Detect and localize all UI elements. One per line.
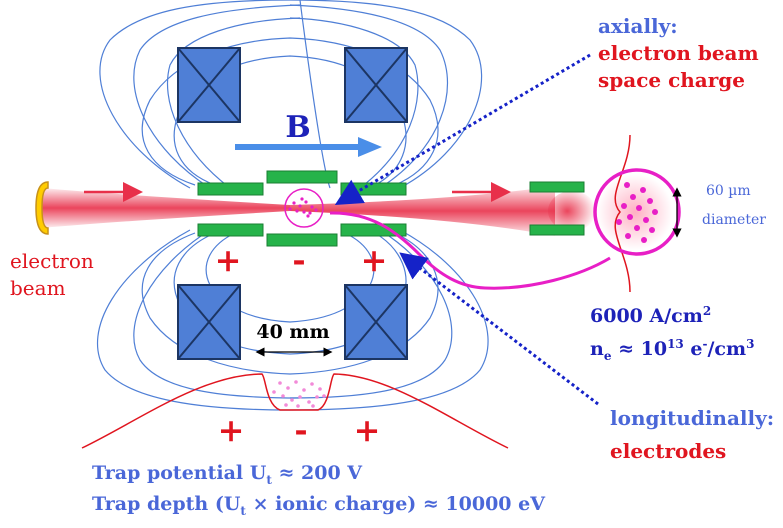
beam-left-cone [42, 188, 290, 228]
trap-potential-sub: t [266, 473, 272, 487]
polarity-plus-left: + [215, 241, 242, 279]
field-line-bot-2 [133, 229, 301, 399]
electrode-top-center [266, 170, 338, 184]
electrode-bottom-left [197, 223, 264, 237]
density-unit-2: /cm [707, 338, 746, 360]
coil-bottom-right [344, 284, 408, 360]
b-field-label: B [285, 110, 310, 145]
field-line-bot-3 [289, 229, 489, 411]
density-unit-sup: - [702, 337, 707, 351]
electron-beam-label-2: beam [10, 276, 66, 300]
density-unit-1: e [684, 338, 703, 360]
beam-profile-curve [614, 134, 631, 293]
trap-region-circle [284, 188, 324, 228]
electrode-bottom-center [266, 233, 338, 247]
magnet-coils [177, 47, 408, 360]
longitudinally-title-text: longitudinally: [610, 406, 774, 430]
magnify-connector [329, 211, 611, 290]
field-line-top-5 [289, 0, 483, 189]
coil-bottom-left [177, 284, 241, 360]
beam-crosssection-glow [597, 174, 673, 250]
collector-bottom [529, 224, 585, 236]
electrode-bottom-right [340, 223, 407, 237]
electron-beam [42, 186, 596, 236]
longitudinally-title: longitudinally: [610, 406, 774, 430]
current-density-exp: 2 [703, 304, 711, 318]
trap-depth-b: × ionic charge) ≈ 10000 eV [246, 493, 546, 515]
trap-depth-a: Trap depth (U [92, 493, 241, 515]
drift-tube-electrodes [197, 170, 585, 247]
field-line-top-6 [289, 4, 448, 189]
field-line-top-1 [99, 0, 291, 189]
magnetic-field-lines [96, 0, 489, 411]
axially-pointer-arrow [334, 53, 591, 206]
axially-desc-2: space charge [598, 68, 745, 92]
longitudinally-pointer-arrow [399, 252, 599, 406]
density-sub: e [604, 349, 612, 363]
axially-title: axially: [598, 14, 678, 38]
field-line-top-8 [141, 37, 439, 186]
distance-label: 40 mm [256, 321, 329, 343]
density-exp: 13 [667, 337, 684, 351]
longitudinally-desc: electrodes [610, 439, 726, 463]
polarity-plus-right: + [361, 241, 388, 279]
trapped-ions-well [272, 380, 326, 408]
potential-well-curve [81, 373, 509, 449]
field-line-top-9 [173, 55, 407, 186]
trap-potential-a: Trap potential U [92, 462, 267, 484]
electrode-top-right [340, 182, 407, 196]
trapped-ions-magnified [616, 182, 658, 243]
electron-beam-label-1: electron [10, 249, 94, 273]
current-density-value: 6000 A/cm [590, 305, 703, 327]
trap-depth-sub: t [240, 504, 246, 518]
electron-gun-cathode [35, 181, 49, 235]
field-line-top-2 [133, 4, 301, 189]
well-plus-right: + [354, 411, 381, 449]
axially-desc-1: electron beam [598, 41, 759, 65]
polarity-minus-center: - [292, 241, 305, 279]
current-density: 6000 A/cm2 [590, 304, 711, 327]
density-prefix: n [590, 338, 604, 360]
density-unit-exp: 3 [746, 337, 754, 351]
b-field-arrow [235, 137, 382, 157]
coil-top-right [344, 47, 408, 123]
field-line-bot-1 [96, 229, 291, 411]
electrode-top-left [197, 182, 264, 196]
trapped-ions-center [288, 197, 318, 218]
beam-right-cone [290, 186, 555, 236]
collector-top [529, 181, 585, 193]
trap-potential-b: ≈ 200 V [272, 462, 363, 484]
field-line-bot-7 [205, 232, 375, 323]
well-plus-left: + [218, 411, 245, 449]
well-minus-center: - [294, 411, 307, 449]
field-line-top-3 [166, 17, 301, 189]
trap-depth: Trap depth (Ut × ionic charge) ≈ 10000 e… [92, 493, 546, 518]
electron-density: ne ≈ 1013 e-/cm3 [590, 337, 754, 363]
collector-glow [548, 191, 596, 231]
trap-potential: Trap potential Ut ≈ 200 V [92, 462, 363, 487]
field-line-top-4 [299, 0, 331, 189]
beam-size-caption: diameter [702, 212, 766, 228]
field-line-bot-5 [141, 232, 439, 375]
field-line-top-7 [289, 17, 419, 189]
beam-size-value: 60 µm [706, 183, 751, 199]
density-approx: ≈ 10 [611, 338, 667, 360]
coil-top-left [177, 47, 241, 123]
